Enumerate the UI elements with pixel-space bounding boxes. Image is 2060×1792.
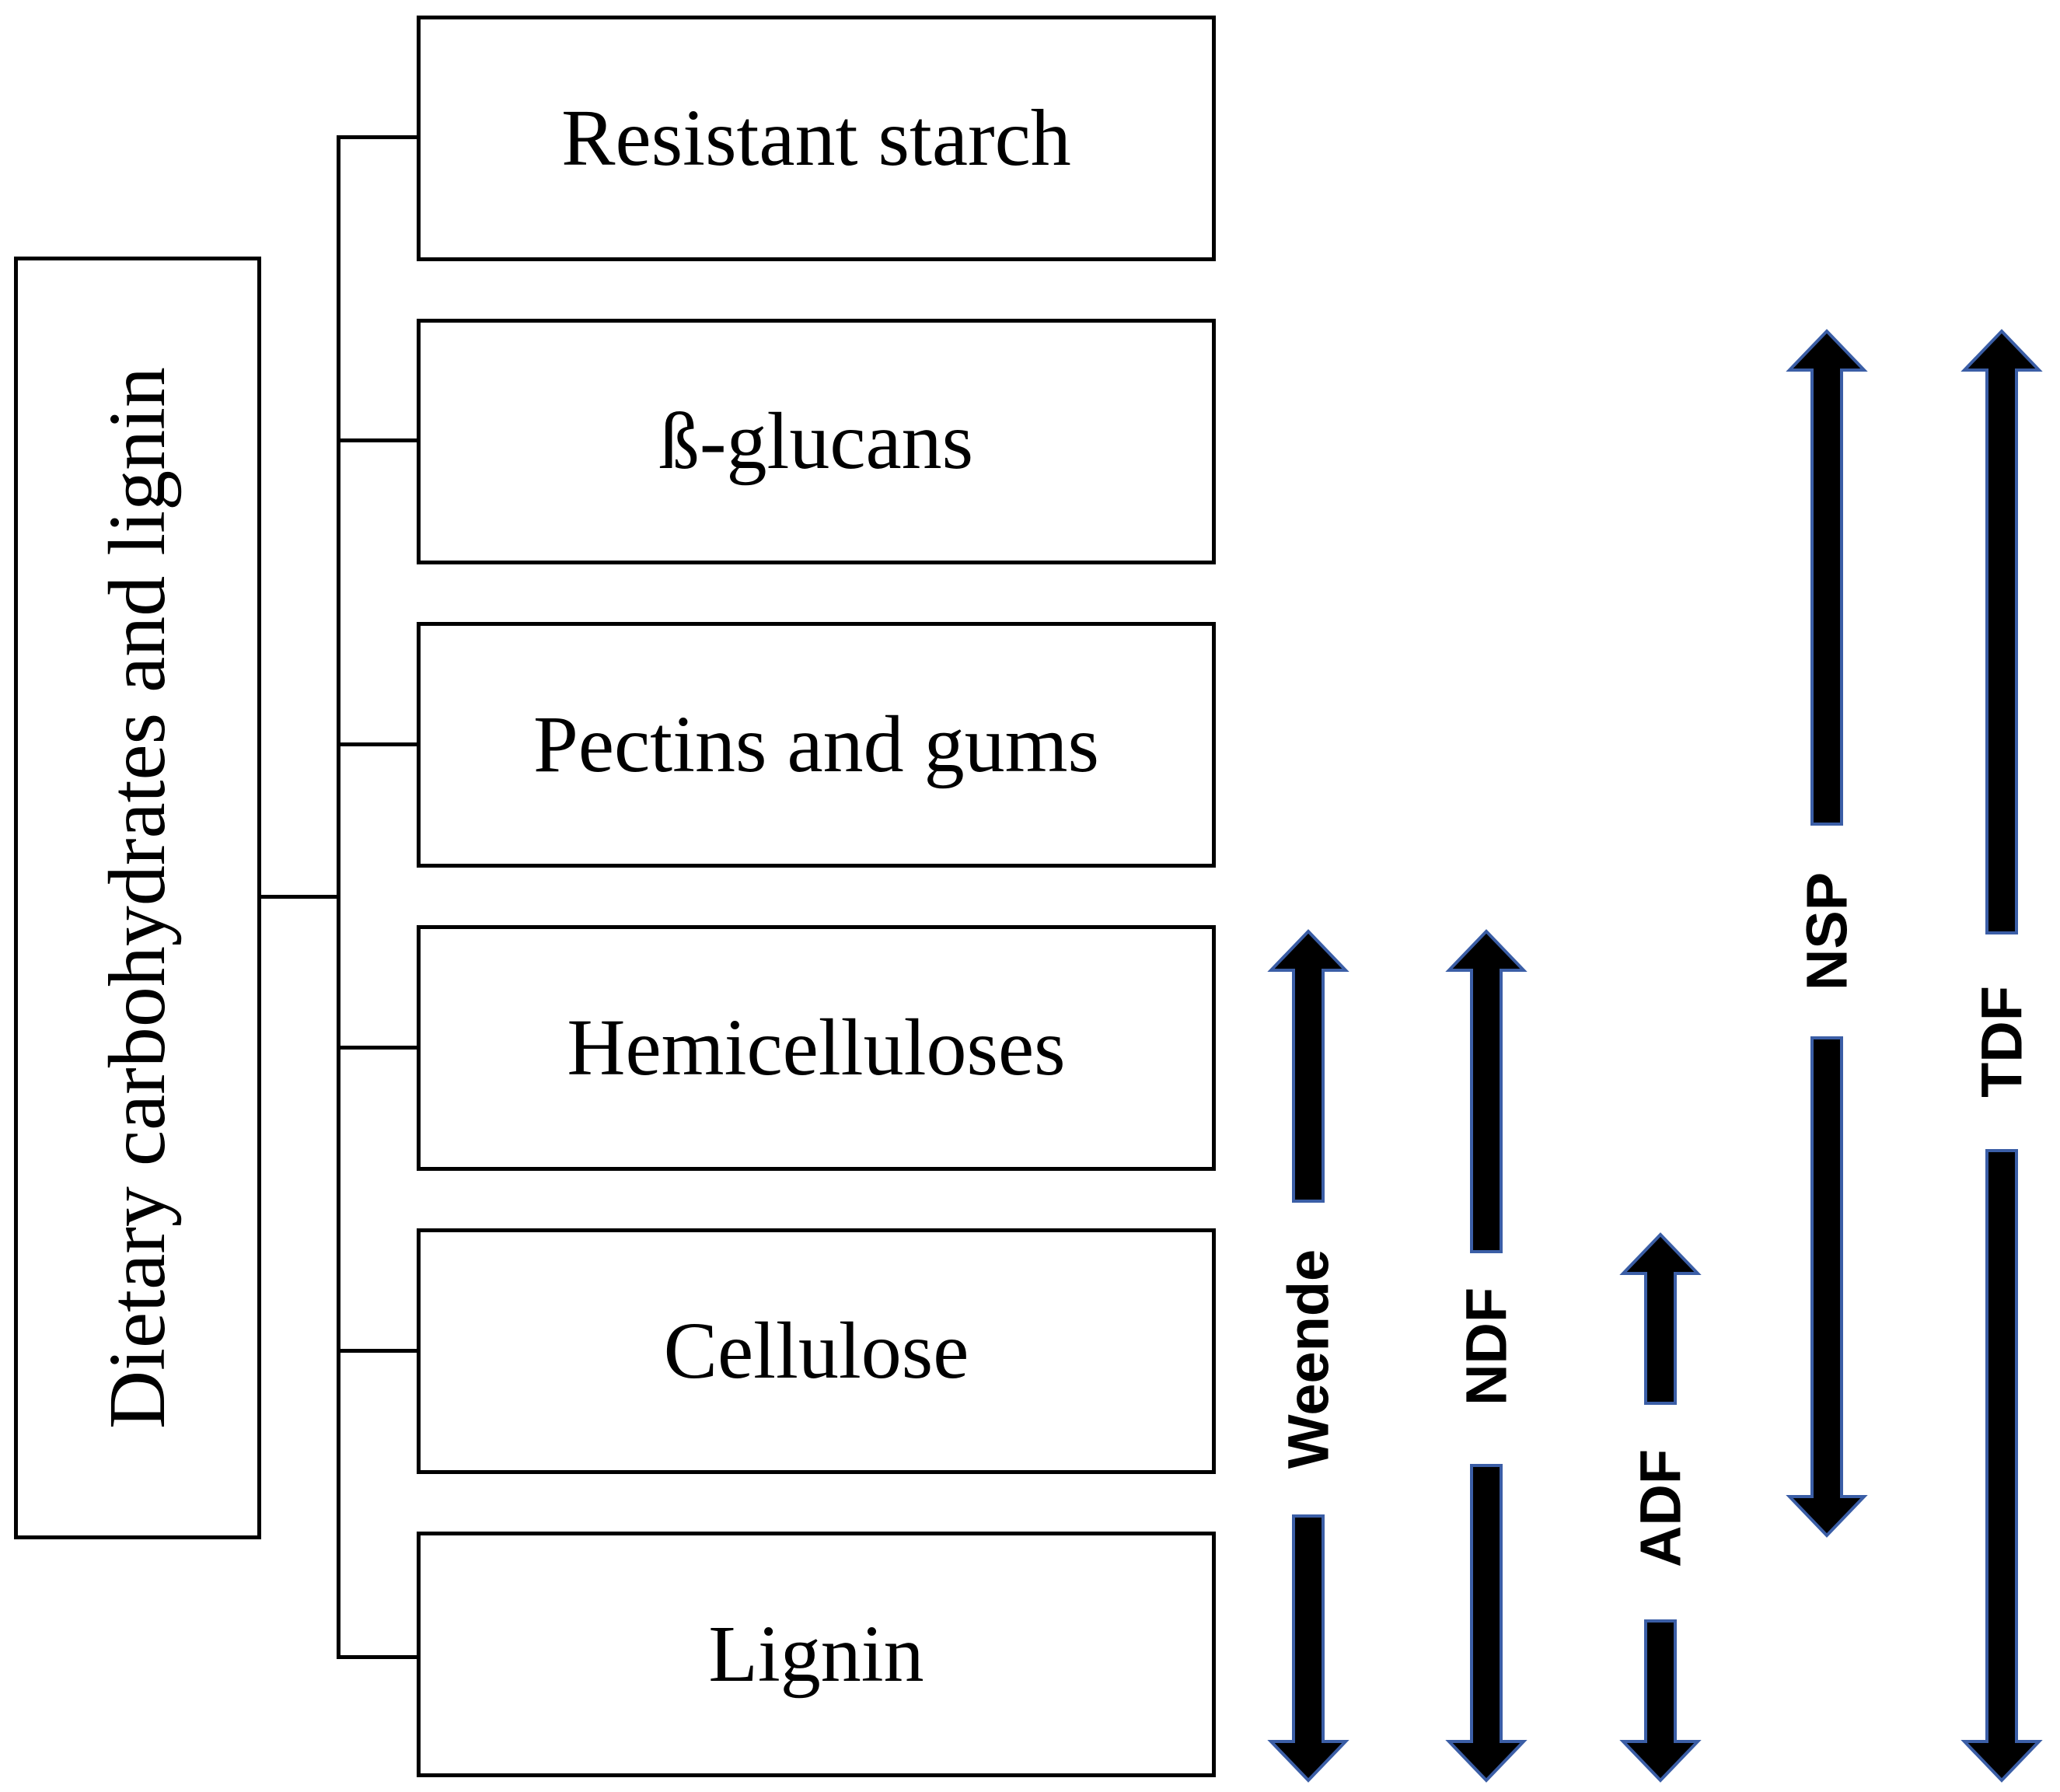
trunk-line — [337, 135, 340, 1659]
category-box-hemicelluloses: Hemicelluloses — [417, 925, 1216, 1171]
category-label: Pectins and gums — [533, 700, 1099, 789]
arrow-down-head — [1786, 1036, 1868, 1538]
category-label: Lignin — [708, 1609, 924, 1699]
category-box-resistant-starch: Resistant starch — [417, 16, 1216, 261]
branch-line-resistant-starch — [337, 135, 418, 139]
arrow-down-head — [1445, 1464, 1528, 1783]
root-connector — [261, 895, 340, 899]
ndf-label: NDF — [1454, 1287, 1519, 1406]
category-box-cellulose: Cellulose — [417, 1228, 1216, 1474]
arrow-up-head — [1267, 929, 1349, 1203]
category-label: Resistant starch — [561, 93, 1071, 183]
arrow-down-head — [1960, 1149, 2043, 1783]
arrow-down-head — [1267, 1514, 1349, 1783]
arrow-down-head — [1619, 1619, 1702, 1783]
category-label: ß-glucans — [658, 396, 974, 486]
ndf-arrow — [1445, 929, 1528, 1783]
weende-arrow — [1267, 929, 1349, 1783]
adf-arrow — [1619, 1232, 1702, 1783]
adf-label: ADF — [1629, 1449, 1693, 1567]
category-box-beta-glucans: ß-glucans — [417, 319, 1216, 564]
nsp-label: NSP — [1795, 872, 1859, 990]
weende-label: Weende — [1276, 1249, 1341, 1469]
arrow-up-head — [1786, 329, 1868, 826]
nsp-arrow — [1786, 329, 1868, 1538]
arrow-up-head — [1445, 929, 1528, 1253]
branch-line-pectins-gums — [337, 742, 418, 746]
category-box-lignin: Lignin — [417, 1532, 1216, 1777]
category-label: Hemicelluloses — [567, 1003, 1066, 1092]
category-box-pectins-gums: Pectins and gums — [417, 622, 1216, 868]
arrow-up-head — [1619, 1232, 1702, 1405]
arrow-up-head — [1960, 329, 2043, 934]
tdf-arrow — [1960, 329, 2043, 1783]
branch-line-cellulose — [337, 1349, 418, 1353]
branch-line-hemicelluloses — [337, 1046, 418, 1050]
tdf-label: TDF — [1970, 986, 2034, 1098]
branch-line-beta-glucans — [337, 438, 418, 442]
root-node-box: Dietary carbohydrates and lignin — [14, 257, 261, 1539]
category-label: Cellulose — [663, 1306, 969, 1396]
branch-line-lignin — [337, 1655, 418, 1659]
